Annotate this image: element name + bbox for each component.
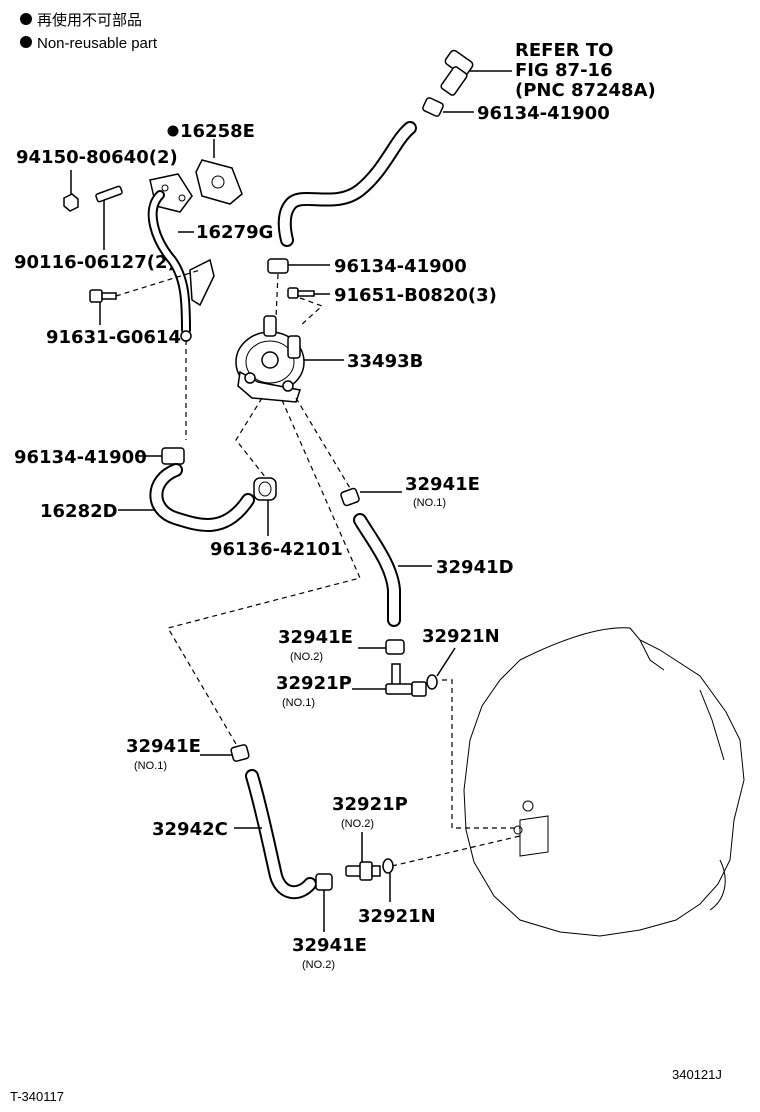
o-ring-icon	[426, 647, 456, 690]
label-32941E-no1-lower-sub: (NO.1)	[134, 760, 167, 772]
refer-note: REFER TO FIG 87-16 (PNC 87248A)	[515, 40, 656, 101]
clip-icon	[267, 258, 330, 274]
diagram-code-left: T-340117	[10, 1089, 64, 1104]
clip-icon	[340, 487, 402, 507]
union-fitting-icon	[345, 832, 381, 881]
label-32921P-no1-sub: (NO.1)	[282, 697, 315, 709]
label-16258E: 16258E	[180, 121, 255, 142]
label-32921N-lower: 32921N	[358, 906, 436, 927]
label-32941E-no2-lower: 32941E	[292, 935, 367, 956]
diagram-code-right: 340121J	[672, 1067, 722, 1082]
clip-icon	[200, 744, 250, 762]
clip-icon	[422, 97, 474, 117]
pipe-16279G-icon	[147, 173, 215, 342]
label-32941E-no2-mid-sub: (NO.2)	[290, 651, 323, 663]
label-91631-G0614: 91631-G0614	[46, 327, 181, 348]
label-32941E-no1-lower: 32941E	[126, 736, 201, 757]
legend-english-text: Non-reusable part	[37, 35, 158, 52]
label-16282D: 16282D	[40, 501, 118, 522]
hose-32942C-icon	[234, 769, 317, 900]
label-90116-06127: 90116-06127(2)	[14, 252, 176, 273]
hose-16283H-icon	[277, 121, 417, 247]
refer-line-2: FIG 87-16	[515, 60, 613, 81]
label-96134-41900-top: 96134-41900	[477, 103, 610, 124]
label-32921P-no2-sub: (NO.2)	[341, 818, 374, 830]
label-32942C: 32942C	[152, 819, 228, 840]
label-32921P-no1: 32921P	[276, 673, 352, 694]
refer-line-1: REFER TO	[515, 40, 613, 61]
vacuum-pump-icon	[235, 315, 344, 403]
stud-bolt-icon	[95, 185, 123, 250]
label-32921P-no2: 32921P	[332, 794, 408, 815]
label-32941E-no1-upper: 32941E	[405, 474, 480, 495]
non-reusable-bullet-icon	[167, 125, 179, 137]
non-reusable-bullet-icon	[20, 36, 32, 48]
clip-icon	[315, 873, 333, 932]
label-33493B: 33493B	[347, 351, 423, 372]
clamp-icon	[253, 477, 277, 536]
label-32941E-no1-upper-sub: (NO.1)	[413, 497, 446, 509]
bolt-icon	[89, 269, 201, 325]
bolt-icon	[287, 287, 330, 299]
label-32921N-upper: 32921N	[422, 626, 500, 647]
clip-icon	[358, 639, 405, 655]
label-91651-B0820: 91651-B0820(3)	[334, 285, 497, 306]
label-96136-42101: 96136-42101	[210, 539, 343, 560]
hose-16282D-icon	[118, 463, 255, 532]
label-16279G: 16279G	[196, 222, 273, 243]
union-fitting-icon	[352, 663, 427, 697]
tee-fitting-icon	[440, 49, 512, 96]
o-ring-icon	[382, 858, 394, 902]
non-reusable-bullet-icon	[20, 13, 32, 25]
label-96134-41900-left: 96134-41900	[14, 447, 147, 468]
nut-icon	[63, 170, 79, 212]
transmission-housing-icon	[463, 627, 745, 937]
label-32941E-no2-lower-sub: (NO.2)	[302, 959, 335, 971]
legend: 再使用不可部品 Non-reusable part	[20, 12, 158, 52]
refer-line-3: (PNC 87248A)	[515, 80, 656, 101]
label-96134-41900-mid: 96134-41900	[334, 256, 467, 277]
label-94150-80640: 94150-80640(2)	[16, 147, 178, 168]
label-32941E-no2-mid: 32941E	[278, 627, 353, 648]
legend-japanese-text: 再使用不可部品	[37, 12, 142, 29]
gasket-icon	[195, 139, 243, 205]
hose-32941D-icon	[353, 513, 432, 627]
label-32941D: 32941D	[436, 557, 514, 578]
